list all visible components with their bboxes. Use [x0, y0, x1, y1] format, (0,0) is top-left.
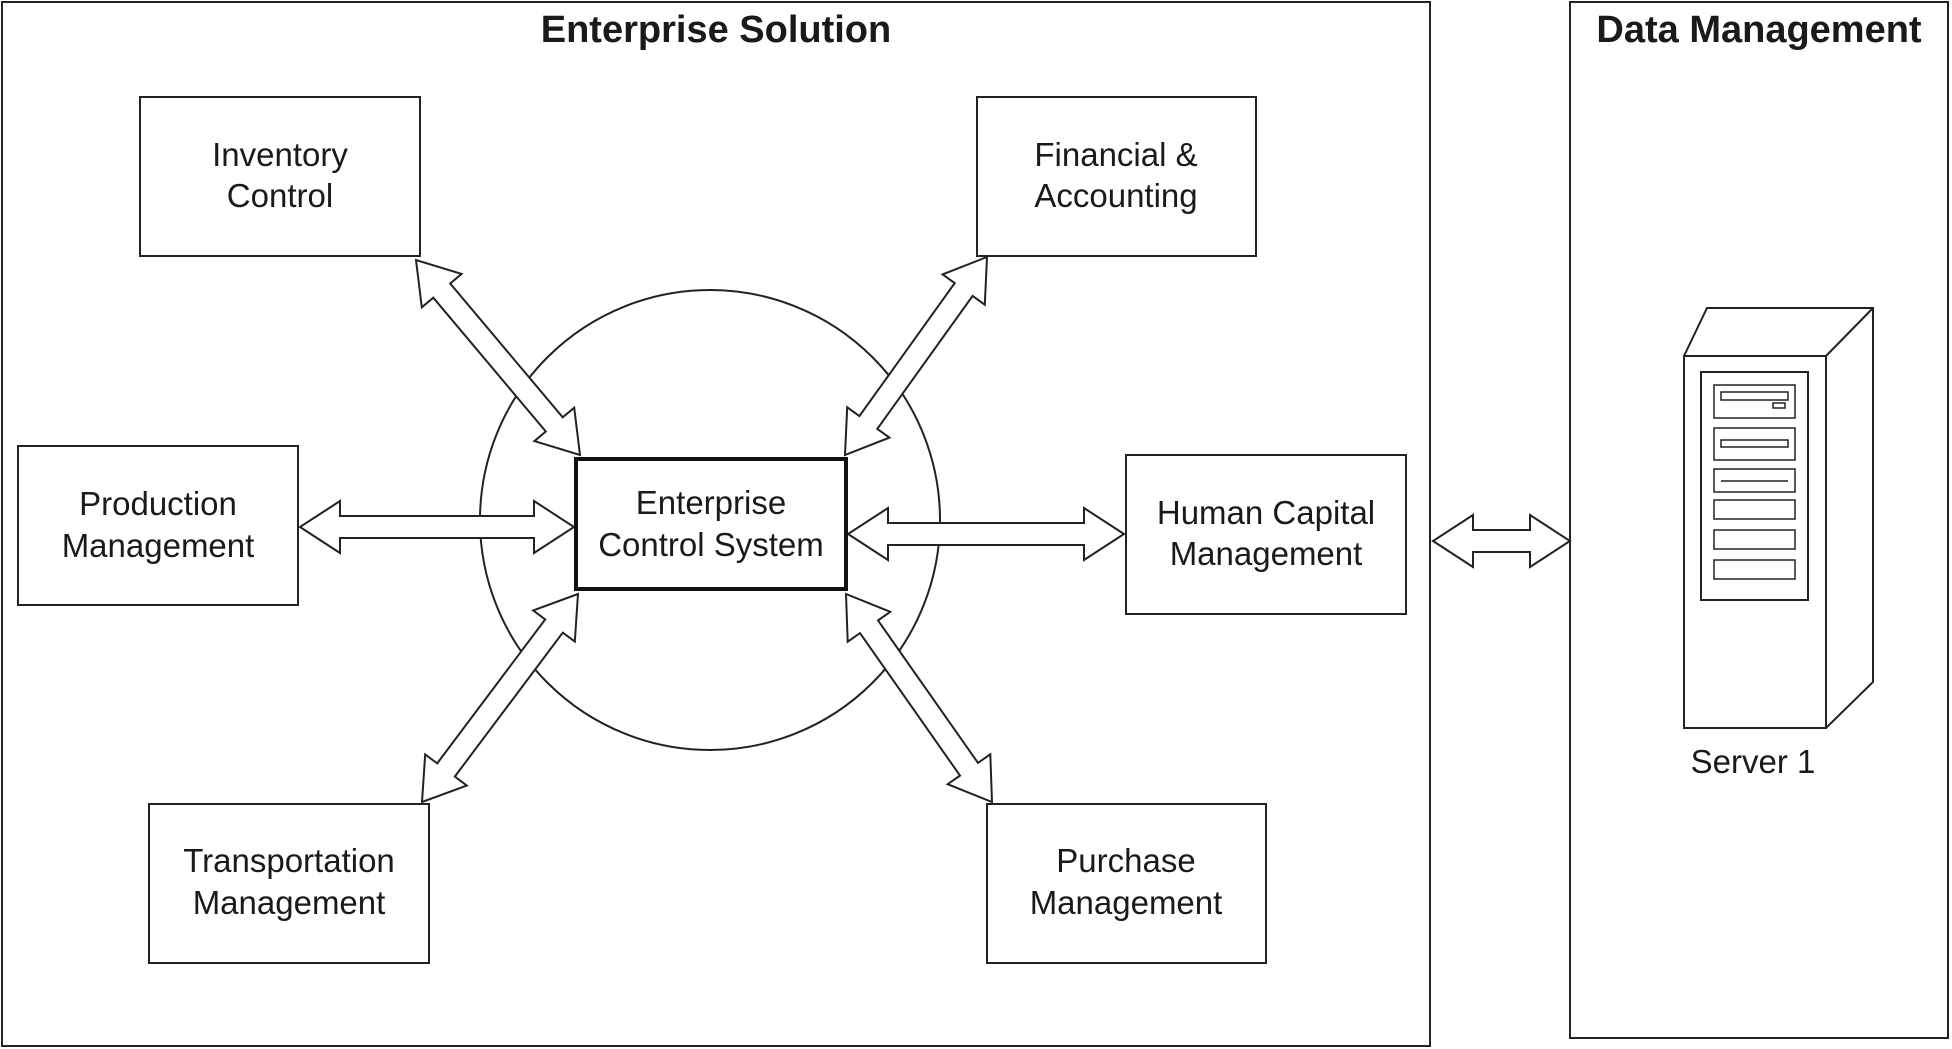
svg-text:Control System: Control System	[598, 526, 824, 563]
arrow-core-purchase	[844, 592, 994, 804]
module-label-line1: Inventory	[212, 136, 348, 173]
svg-text:Human Capital: Human Capital	[1157, 494, 1375, 531]
module-inventory-control[interactable]: Inventory Control	[139, 96, 421, 257]
module-label-line2: Management	[193, 884, 386, 921]
arrow-inventory-core	[414, 258, 582, 457]
module-transportation-management[interactable]: Transportation Management	[148, 803, 430, 964]
svg-text:Enterprise: Enterprise	[636, 484, 786, 521]
module-financial-accounting[interactable]: Financial & Accounting	[976, 96, 1257, 257]
module-label-line1: Human Capital	[1157, 494, 1375, 531]
svg-text:Accounting: Accounting	[1034, 177, 1197, 214]
arrow-core-transportation	[420, 592, 580, 804]
module-human-capital-management[interactable]: Human Capital Management	[1125, 454, 1407, 615]
module-label-line2: Accounting	[1034, 177, 1197, 214]
module-label-line1: Transportation	[183, 842, 395, 879]
enterprise-control-system[interactable]: Enterprise Control System	[574, 457, 848, 591]
svg-text:Control: Control	[227, 177, 333, 214]
core-label-line2: Control System	[598, 526, 824, 563]
core-label-line1: Enterprise	[636, 484, 786, 521]
module-label-line2: Control	[227, 177, 333, 214]
module-label-line1: Financial &	[1034, 136, 1197, 173]
svg-text:Management: Management	[62, 527, 255, 564]
svg-text:Financial &: Financial &	[1034, 136, 1197, 173]
module-purchase-management[interactable]: Purchase Management	[986, 803, 1267, 964]
connector-arrows	[298, 255, 1572, 804]
svg-text:Production: Production	[79, 485, 237, 522]
server-tower-icon[interactable]	[1683, 307, 1874, 729]
module-label-line2: Management	[1030, 884, 1223, 921]
server-label: Server 1	[1691, 743, 1816, 780]
arrow-financial-core	[843, 255, 989, 457]
module-label-line2: Management	[1170, 535, 1363, 572]
svg-text:Inventory: Inventory	[212, 136, 348, 173]
arrow-enterprise-data	[1431, 513, 1572, 569]
data-management-title: Data Management	[1596, 9, 1922, 51]
module-label-line2: Management	[62, 527, 255, 564]
svg-text:Management: Management	[1030, 884, 1223, 921]
enterprise-solution-title: Enterprise Solution	[541, 9, 891, 51]
module-label-line1: Production	[79, 485, 237, 522]
module-label-line1: Purchase	[1056, 842, 1195, 879]
arrow-core-human-capital	[846, 506, 1126, 562]
module-production-management[interactable]: Production Management	[17, 445, 299, 606]
svg-text:Transportation: Transportation	[183, 842, 395, 879]
svg-text:Management: Management	[193, 884, 386, 921]
svg-text:Management: Management	[1170, 535, 1363, 572]
svg-text:Purchase: Purchase	[1056, 842, 1195, 879]
